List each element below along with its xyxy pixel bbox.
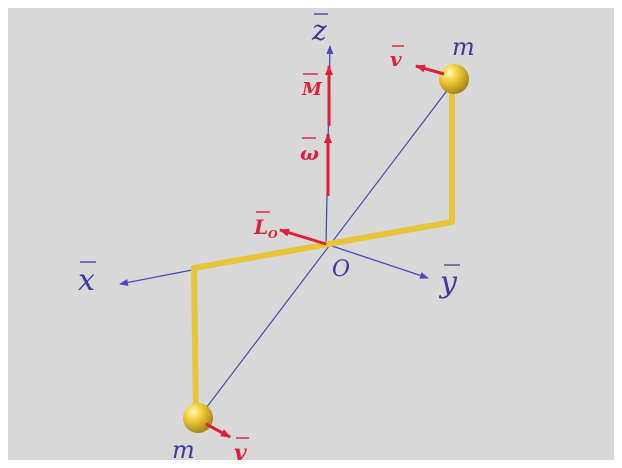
label-v-top: v [390, 47, 402, 71]
label-M: M [301, 79, 323, 100]
mass-top-ball [439, 64, 469, 94]
label-L-group: L O [253, 211, 278, 241]
label-mass-top: m [452, 33, 475, 61]
label-M-group: M [301, 73, 323, 100]
label-v-top-group: v [390, 45, 404, 71]
vector-v-top-arrow [415, 64, 445, 76]
label-omega: ω [300, 141, 319, 165]
label-origin: O [332, 257, 350, 282]
rod [191, 84, 455, 417]
mass-connecting-line [199, 83, 453, 417]
label-v-bottom: v [234, 440, 247, 466]
label-x-group: x [78, 261, 96, 298]
vector-v-bottom-arrow [205, 422, 231, 439]
label-y-group: y [438, 264, 460, 300]
label-L: L [253, 215, 268, 239]
y-axis [325, 243, 429, 279]
label-omega-group: ω [300, 137, 319, 165]
diagram-background [8, 8, 614, 460]
label-y: y [438, 265, 458, 300]
label-mass-bottom: m [172, 436, 195, 464]
mass-bottom-ball [183, 403, 213, 433]
label-L-subscript: O [268, 228, 278, 241]
label-z: z [311, 14, 327, 47]
vector-L-arrow [279, 228, 327, 246]
label-x: x [78, 263, 95, 298]
label-v-bottom-group: v [234, 437, 249, 466]
label-z-group: z [311, 13, 328, 47]
